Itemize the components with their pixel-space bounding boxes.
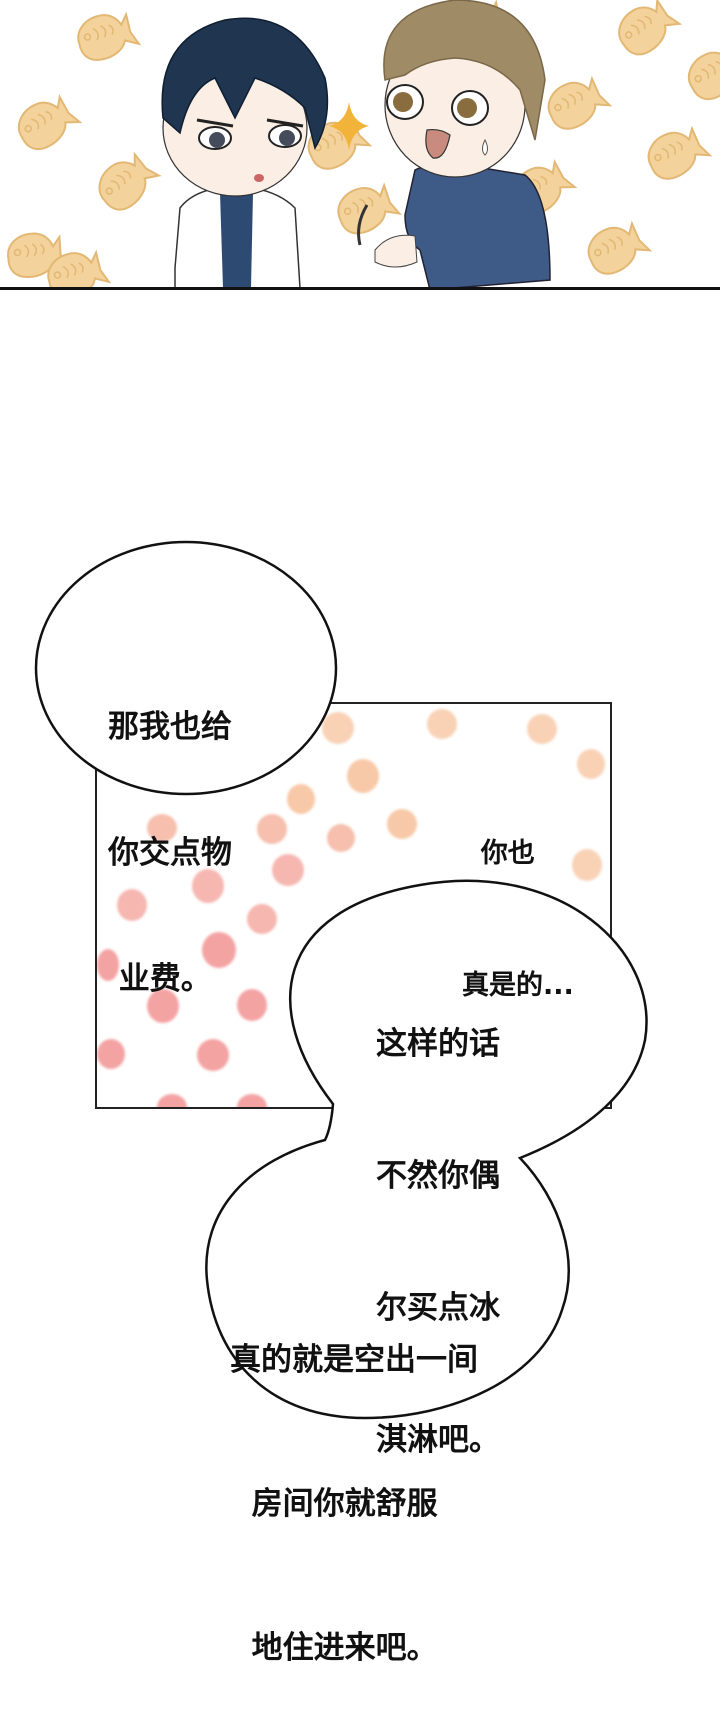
bubble-4-line-3: 地住进来吧。 <box>230 1630 438 1666</box>
top-panel <box>0 0 720 290</box>
bubble-1-line-3: 业费。 <box>108 961 212 997</box>
narration-line-2: 真是的... <box>462 970 574 1001</box>
sparkle-icon <box>329 102 369 150</box>
bubble-4-line-2: 房间你就舒服 <box>230 1486 438 1522</box>
bubble-3-line-3: 尔买点冰 <box>376 1290 500 1326</box>
bubble-3-line-1: 这样的话 <box>376 1026 500 1062</box>
bubble-1-line-2: 你交点物 <box>108 835 232 871</box>
light-haired-man <box>357 0 551 287</box>
speech-bubble-1: 那我也给 你交点物 业费。 <box>108 622 232 1042</box>
bubble-1-line-1: 那我也给 <box>108 709 232 745</box>
narration-text: 你也 真是的... <box>462 744 574 1052</box>
dark-haired-boy <box>161 17 329 287</box>
bubble-3-line-2: 不然你偶 <box>376 1158 500 1194</box>
bubble-4-line-1: 真的就是空出一间 <box>230 1342 478 1378</box>
speech-bubble-4: 真的就是空出一间 房间你就舒服 地住进来吧。 <box>230 1240 478 1720</box>
narration-line-1: 你也 <box>462 838 535 869</box>
